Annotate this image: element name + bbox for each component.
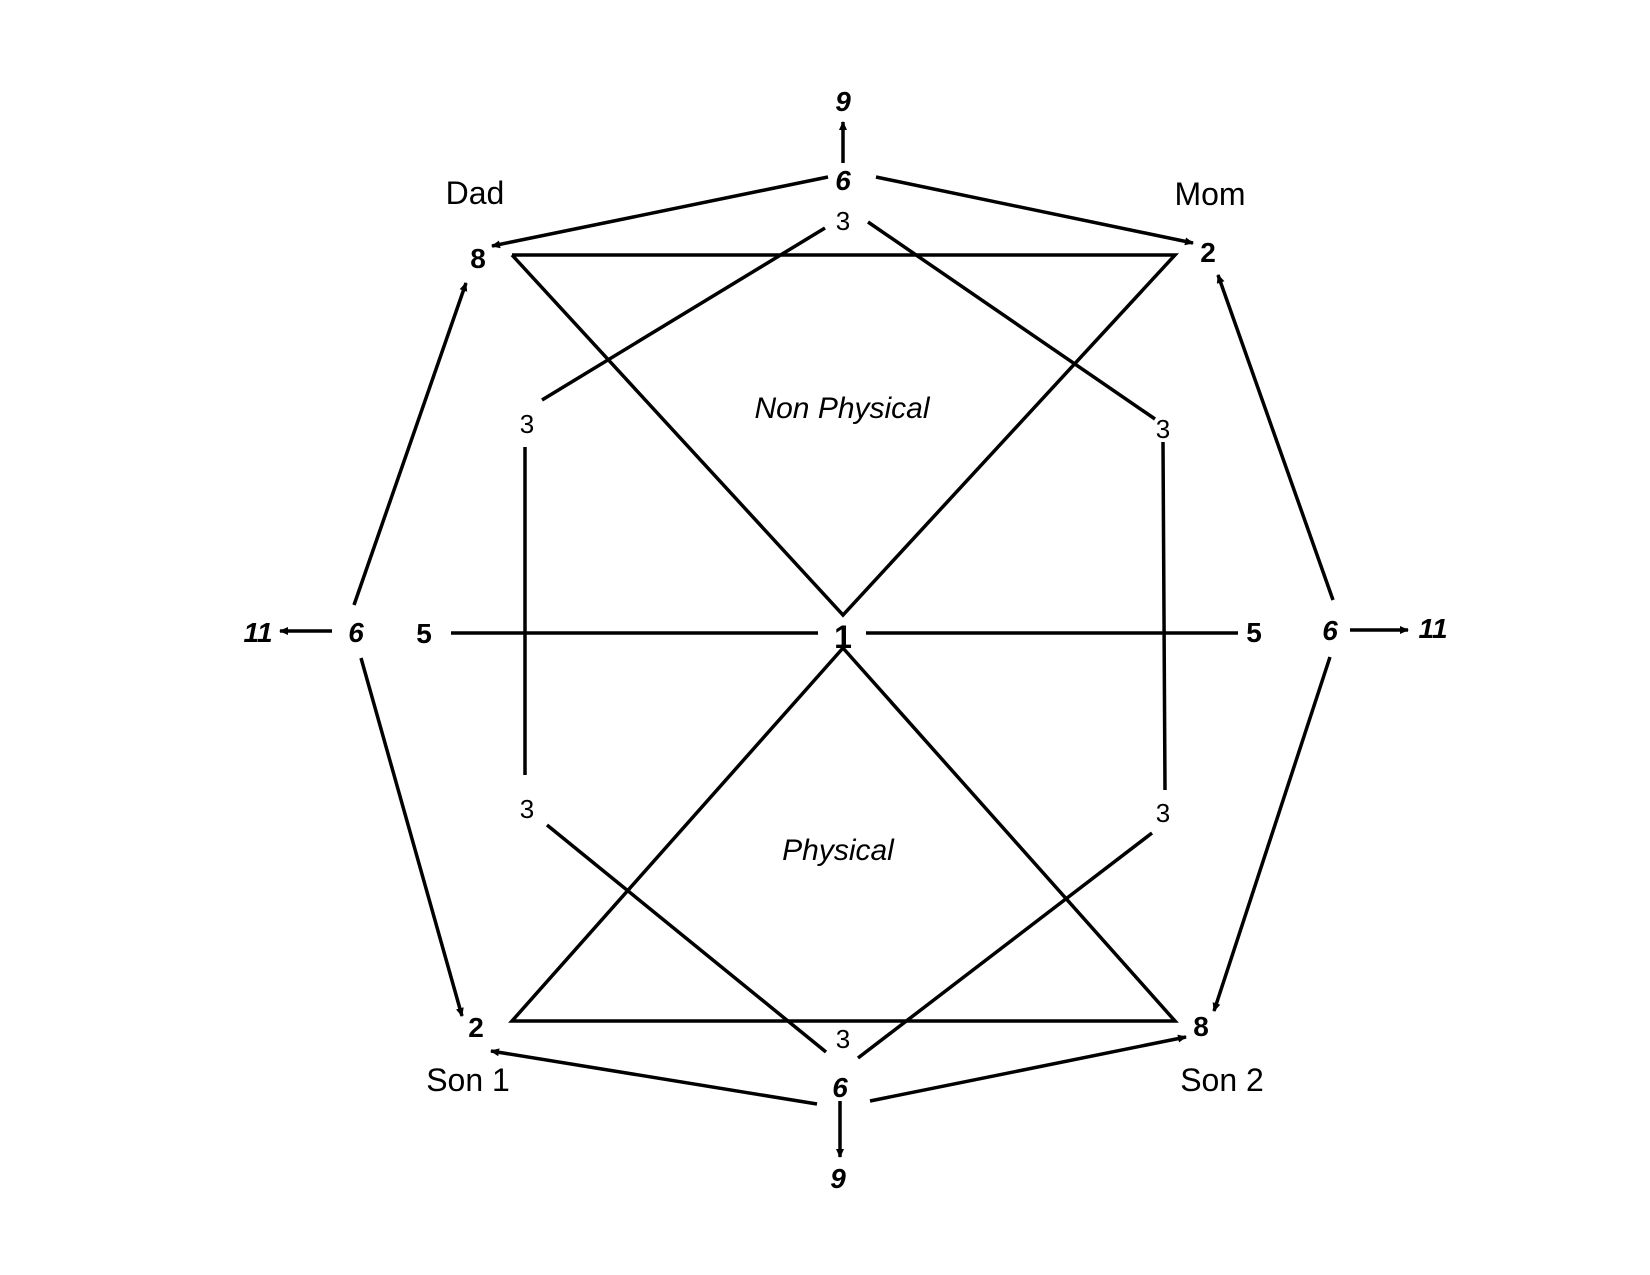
right6-to-mom-arrow [1216, 274, 1335, 601]
son2-corner-number: 8 [1193, 1011, 1209, 1042]
physical-label: Physical [782, 834, 895, 867]
son2-label: Son 2 [1180, 1062, 1264, 1098]
top6-to-mom-arrow [875, 175, 1194, 246]
bottom6-to-son1-arrow [490, 1048, 818, 1106]
lower-right-3-number: 3 [1156, 798, 1170, 828]
right-outer-number: 11 [1418, 613, 1447, 644]
left-outer-number: 11 [243, 617, 272, 648]
son1-corner-number: 2 [468, 1012, 484, 1043]
top3-to-upper-right3-line [867, 220, 1156, 421]
non-physical-label: Non Physical [754, 392, 930, 425]
bottom-inner-number: 3 [836, 1024, 850, 1054]
right-vertical-line [1161, 441, 1167, 791]
left6-to-son1-arrow [359, 657, 464, 1017]
dad-label: Dad [446, 175, 505, 211]
left-inner-number: 5 [416, 618, 432, 649]
right-inner-number: 5 [1246, 617, 1262, 648]
left-mid-number: 6 [348, 617, 364, 648]
center-number: 1 [834, 619, 852, 655]
bottom-outer-number: 9 [830, 1163, 846, 1194]
dad-corner-number: 8 [470, 243, 486, 274]
son1-label: Son 1 [426, 1062, 510, 1098]
top6-to-dad-arrow [491, 175, 829, 249]
top3-to-upper-left3-line [541, 226, 826, 402]
left6-to-dad-arrow [352, 282, 468, 606]
right6-to-son2-arrow [1212, 656, 1332, 1012]
bottom-mid-number: 6 [832, 1072, 848, 1103]
top-inner-number: 3 [836, 206, 850, 236]
right-mid-number: 6 [1322, 615, 1338, 646]
mom-label: Mom [1174, 176, 1245, 212]
lower-left3-to-bottom3-line [545, 823, 828, 1054]
lower-right3-to-bottom3-line [856, 831, 1154, 1060]
physical-triangle [508, 646, 1179, 1023]
top-mid-number: 6 [835, 165, 851, 196]
mom-corner-number: 2 [1200, 237, 1216, 268]
non-physical-triangle [510, 253, 1179, 618]
lower-left-3-number: 3 [520, 794, 534, 824]
upper-right-3-number: 3 [1156, 414, 1170, 444]
top-outer-number: 9 [835, 86, 851, 117]
upper-left-3-number: 3 [520, 409, 534, 439]
bottom6-to-son2-arrow [869, 1034, 1187, 1103]
